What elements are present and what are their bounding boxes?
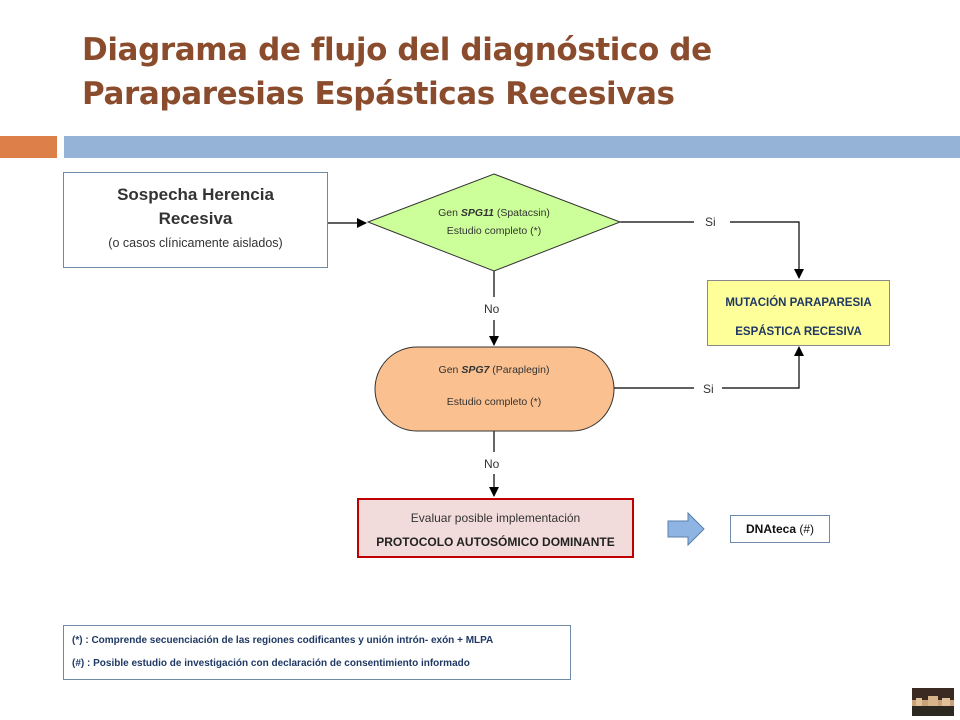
edge-label-yes-2: Si xyxy=(703,382,714,396)
spg11-gene-prefix: Gen xyxy=(438,207,461,219)
building-photo-icon xyxy=(912,688,954,716)
result-line-2: ESPÁSTICA RECESIVA xyxy=(735,326,862,338)
start-heading-line-1: Sospecha Herencia xyxy=(117,185,274,204)
spg7-study: Estudio completo (*) xyxy=(446,396,542,408)
spg7-gene-prefix: Gen xyxy=(438,364,462,376)
dnateca-suffix: (#) xyxy=(796,522,814,536)
dnateca-box: DNAteca (#) xyxy=(730,515,830,543)
spg7-process-shape xyxy=(374,346,615,432)
title-line-1: Diagrama de flujo del diagnóstico de xyxy=(82,32,712,68)
accent-bar-orange xyxy=(0,136,57,158)
result-box: MUTACIÓN PARAPARESIA ESPÁSTICA RECESIVA xyxy=(707,280,890,346)
spg11-decision-diamond xyxy=(366,173,622,272)
footnotes-box: (*) : Comprende secuenciación de las reg… xyxy=(63,625,571,680)
evaluate-line-1: Evaluar posible implementación xyxy=(410,511,581,525)
spg11-gene-name: SPG11 xyxy=(460,207,494,219)
spg11-decision-label: Gen SPG11 (Spatacsin) Estudio completo (… xyxy=(404,204,584,240)
accent-bar-blue xyxy=(64,136,960,158)
start-box: Sospecha Herencia Recesiva (o casos clín… xyxy=(63,172,328,268)
footnote-2: (#) : Posible estudio de investigación c… xyxy=(72,658,470,669)
spg7-protein: (Paraplegin) xyxy=(489,364,550,376)
edge-label-no-1: No xyxy=(484,302,500,316)
evaluate-line-2: PROTOCOLO AUTOSÓMICO DOMINANTE xyxy=(376,535,615,549)
spg7-gene-name: SPG7 xyxy=(461,364,490,376)
block-arrow-icon xyxy=(667,511,705,547)
footnote-1: (*) : Comprende secuenciación de las reg… xyxy=(72,635,494,646)
page-title: Diagrama de flujo del diagnóstico de Par… xyxy=(82,28,922,116)
spg11-gene-line: Gen SPG11 (Spatacsin) xyxy=(404,204,584,222)
edge-label-yes-1: Si xyxy=(705,215,716,229)
dnateca-name: DNAteca xyxy=(745,522,796,536)
spg11-study: Estudio completo (*) xyxy=(446,225,542,237)
result-line-1: MUTACIÓN PARAPARESIA xyxy=(725,297,872,309)
start-heading-line-2: Recesiva xyxy=(158,209,233,228)
title-line-2: Paraparesias Espásticas Recesivas xyxy=(82,76,675,112)
arrow-spg7-yes-to-result xyxy=(722,346,804,389)
edge-label-no-2: No xyxy=(484,457,500,471)
start-heading: Sospecha Herencia Recesiva xyxy=(64,183,327,231)
start-subtitle: (o casos clínicamente aislados) xyxy=(108,236,283,250)
evaluate-box: Evaluar posible implementación PROTOCOLO… xyxy=(357,498,634,558)
spg7-process-label: Gen SPG7 (Paraplegin) Estudio completo (… xyxy=(394,361,594,411)
arrow-spg11-yes-to-result xyxy=(730,221,804,279)
spg11-protein: (Spatacsin) xyxy=(493,207,550,219)
spg7-gene-line: Gen SPG7 (Paraplegin) xyxy=(394,361,594,379)
